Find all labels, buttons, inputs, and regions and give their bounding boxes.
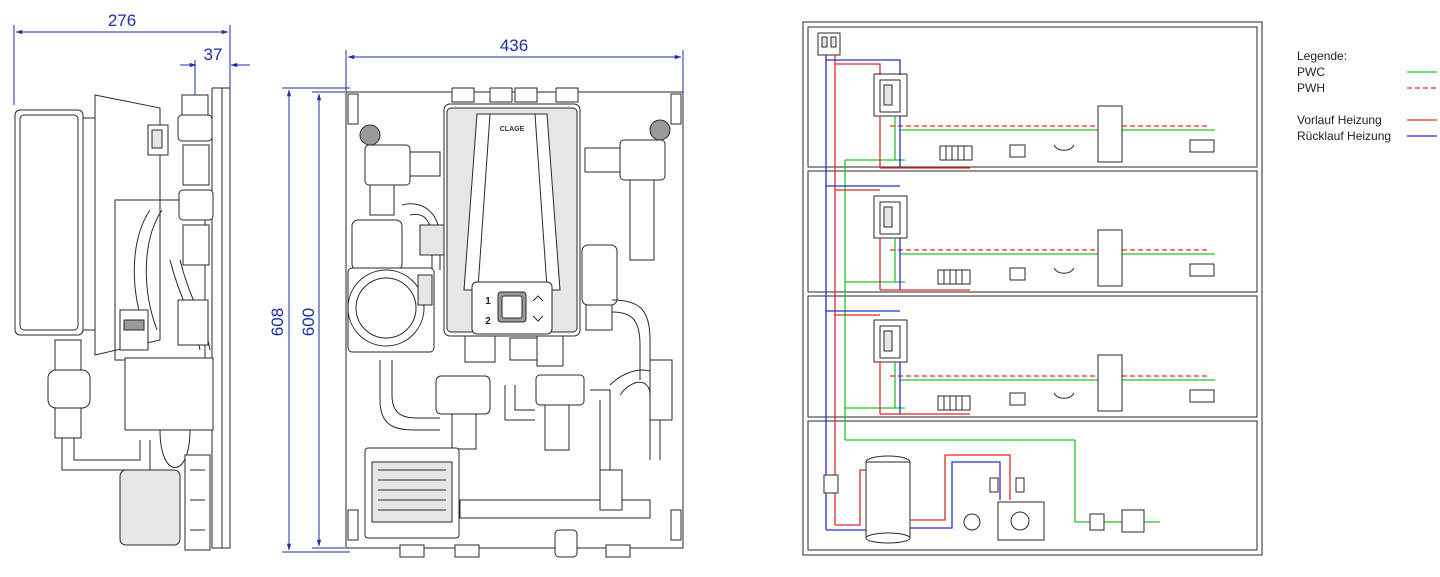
floor-3 <box>845 319 1215 415</box>
legend-item-vorlauf-heizung: Vorlauf Heizung <box>1297 113 1437 127</box>
button-2-label: 2 <box>485 316 491 327</box>
dimension-608-label: 608 <box>268 308 287 336</box>
legend-label: Vorlauf Heizung <box>1297 113 1382 127</box>
heater-unit: CLAGE 1 2 <box>443 103 581 337</box>
pump <box>347 267 435 353</box>
dimension-608: 608 <box>268 87 350 553</box>
dimension-600: 600 <box>299 91 345 549</box>
brand-label: CLAGE <box>500 126 525 133</box>
legend-item-pwc: PWC <box>1297 65 1437 79</box>
floor-2 <box>845 195 1215 291</box>
legend-label: PWH <box>1297 81 1325 95</box>
dimension-276: 276 <box>13 11 231 105</box>
basement <box>823 439 1160 544</box>
dimension-276-label: 276 <box>108 11 136 30</box>
control-box <box>364 447 460 539</box>
button-1-label: 1 <box>485 296 491 307</box>
legend: Legende: PWC PWH Vorlauf Heizung Rücklau… <box>1297 49 1437 143</box>
piping-schematic <box>802 21 1263 556</box>
dimension-436: 436 <box>345 36 684 95</box>
legend-item-ruecklauf-heizung: Rücklauf Heizung <box>1297 129 1437 143</box>
dimension-600-label: 600 <box>299 308 318 336</box>
front-view-drawing: 436 608 600 <box>268 36 684 558</box>
legend-item-pwh: PWH <box>1297 81 1437 95</box>
side-view-drawing: 276 37 <box>13 11 250 551</box>
dimension-37-label: 37 <box>204 45 223 64</box>
floor-1 <box>845 73 1215 169</box>
dimension-37: 37 <box>180 45 250 95</box>
legend-label: Rücklauf Heizung <box>1297 129 1391 143</box>
legend-label: PWC <box>1297 65 1325 79</box>
legend-title: Legende: <box>1297 49 1347 63</box>
dimension-436-label: 436 <box>500 36 528 55</box>
